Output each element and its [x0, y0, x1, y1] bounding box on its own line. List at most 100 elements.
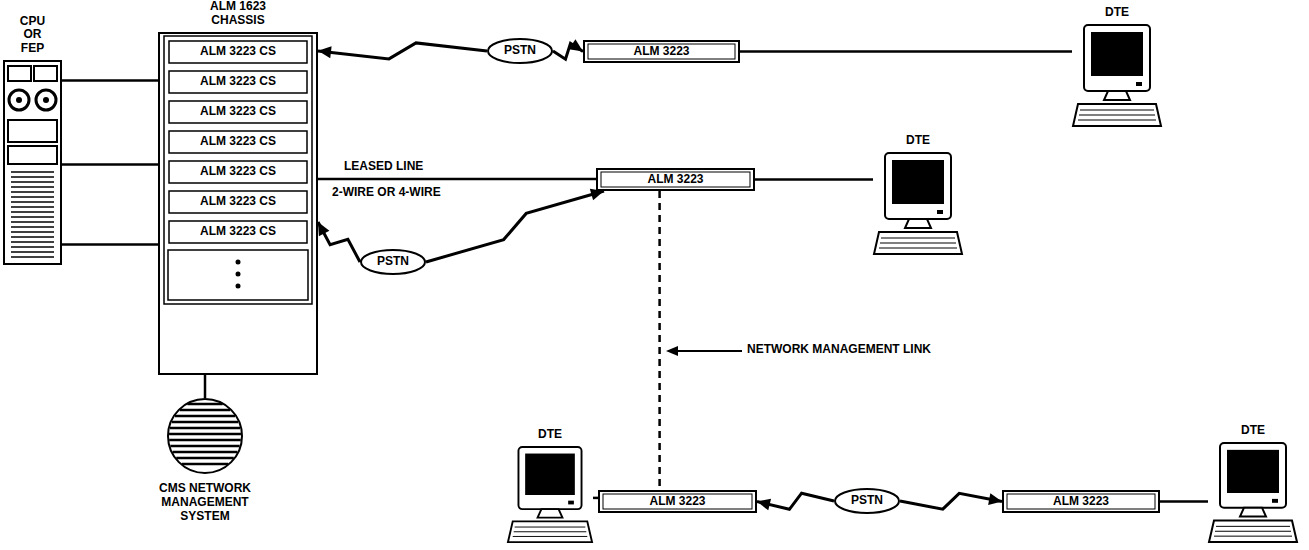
- vent-line: [11, 226, 54, 228]
- continuation-dot: [236, 284, 241, 289]
- key-row: [1079, 115, 1155, 116]
- outline: [584, 41, 739, 62]
- link-callout: NETWORK MANAGEMENT LINK: [745, 343, 933, 357]
- outline: [361, 250, 425, 274]
- outline: [169, 161, 307, 183]
- terminal: DTE: [1072, 24, 1162, 128]
- connector-line: [204, 375, 207, 398]
- vent-line: [11, 206, 54, 208]
- key-row: [879, 248, 957, 249]
- vent-line: [11, 196, 54, 198]
- keyboard: [508, 521, 592, 542]
- globe-band: [170, 445, 239, 448]
- outline: [168, 399, 242, 473]
- monitor: [1084, 25, 1150, 91]
- outline: [169, 101, 307, 123]
- vent-line: [11, 236, 54, 238]
- text-holder: ALM 3223 CS: [168, 160, 308, 184]
- connector-line: [62, 79, 158, 82]
- node-heading: CPU OR FEP: [20, 15, 45, 56]
- outline: [8, 146, 57, 164]
- line-link: [593, 497, 598, 498]
- connector-line: [900, 493, 1002, 509]
- pstn-cloud: PSTN: [834, 488, 900, 514]
- globe-band: [180, 409, 231, 412]
- vent-line: [11, 181, 54, 183]
- text-holder: ALM 3223: [583, 40, 740, 63]
- text-holder: ALM 3223 CS: [168, 100, 308, 124]
- globe-band: [187, 403, 222, 406]
- screen: [892, 160, 944, 204]
- globe-band: [175, 415, 235, 418]
- monitor: [518, 447, 581, 509]
- arrowhead: [318, 222, 329, 236]
- connector-line: [426, 191, 604, 262]
- cpu-drawing: [3, 60, 62, 265]
- power-light: [937, 210, 943, 214]
- node-label: ALM 3223: [649, 495, 705, 509]
- text-holder: PSTN: [834, 488, 900, 514]
- modem-box: ALM 3223: [598, 490, 757, 513]
- key-row: [515, 527, 586, 528]
- connector-line: [755, 178, 873, 181]
- leader-arrowhead: [666, 346, 678, 356]
- text-holder: ALM 3223: [596, 168, 755, 191]
- text-holder: PSTN: [487, 38, 553, 64]
- terminal: DTE: [1208, 442, 1298, 544]
- key-row: [1216, 526, 1290, 527]
- node-label: PSTN: [851, 494, 883, 508]
- edge-label: LEASED LINE: [342, 160, 425, 174]
- modem-box: ALM 3223: [596, 168, 755, 191]
- node-label: ALM 3223 CS: [200, 135, 276, 149]
- outline: [169, 191, 307, 213]
- tape-reel: [36, 90, 56, 110]
- modem-chassis: ALM 1623 CHASSISALM 3223 CSALM 3223 CSAL…: [158, 32, 318, 375]
- continuation-dot: [236, 260, 241, 265]
- outline: [597, 169, 754, 190]
- outline: [34, 66, 57, 81]
- outline: [599, 491, 756, 512]
- modem-card: ALM 3223 CS: [168, 70, 308, 94]
- globe-band: [172, 421, 238, 424]
- power-light: [1136, 82, 1142, 86]
- front-panel: [1007, 494, 1155, 509]
- continuation-dot: [236, 272, 241, 277]
- node-label: PSTN: [377, 255, 409, 269]
- text-holder: ALM 3223 CS: [168, 70, 308, 94]
- text-holder: ALM 3223 CS: [168, 130, 308, 154]
- node-label: ALM 3223 CS: [200, 105, 276, 119]
- line-link: [318, 179, 596, 180]
- key-row: [513, 536, 588, 537]
- keyboard: [874, 232, 962, 254]
- vent-line: [11, 216, 54, 218]
- arrowhead: [318, 46, 332, 58]
- connector-line: [318, 178, 596, 181]
- power-light: [568, 501, 574, 505]
- line-link: [205, 375, 206, 398]
- connector-line: [658, 191, 661, 490]
- node-heading: DTE: [906, 134, 930, 148]
- key-row: [1078, 120, 1156, 121]
- text-holder: ALM 3223: [598, 490, 757, 513]
- power-light: [1272, 499, 1278, 503]
- key-row: [1080, 110, 1154, 111]
- pstn-cloud: PSTN: [487, 38, 553, 64]
- node-heading: CMS NETWORK MANAGEMENT SYSTEM: [150, 482, 260, 523]
- globe-band: [182, 463, 228, 466]
- dial-up-link: [318, 222, 360, 262]
- modem-box: ALM 3223: [1002, 490, 1160, 513]
- vent-line: [11, 191, 54, 193]
- node-label: ALM 3223 CS: [200, 45, 276, 59]
- key-row: [880, 243, 956, 244]
- outline: [169, 71, 307, 93]
- text-holder: ALM 3223 CS: [168, 190, 308, 214]
- node-label: ALM 3223 CS: [200, 225, 276, 239]
- key-row: [881, 238, 955, 239]
- key-row: [1215, 531, 1291, 532]
- arrowhead: [569, 39, 583, 51]
- vent-line: [11, 201, 54, 203]
- dial-up-link: [426, 189, 604, 262]
- node-label: ALM 3223: [647, 173, 703, 187]
- keyboard: [1209, 520, 1297, 542]
- pstn-cloud: PSTN: [360, 249, 426, 275]
